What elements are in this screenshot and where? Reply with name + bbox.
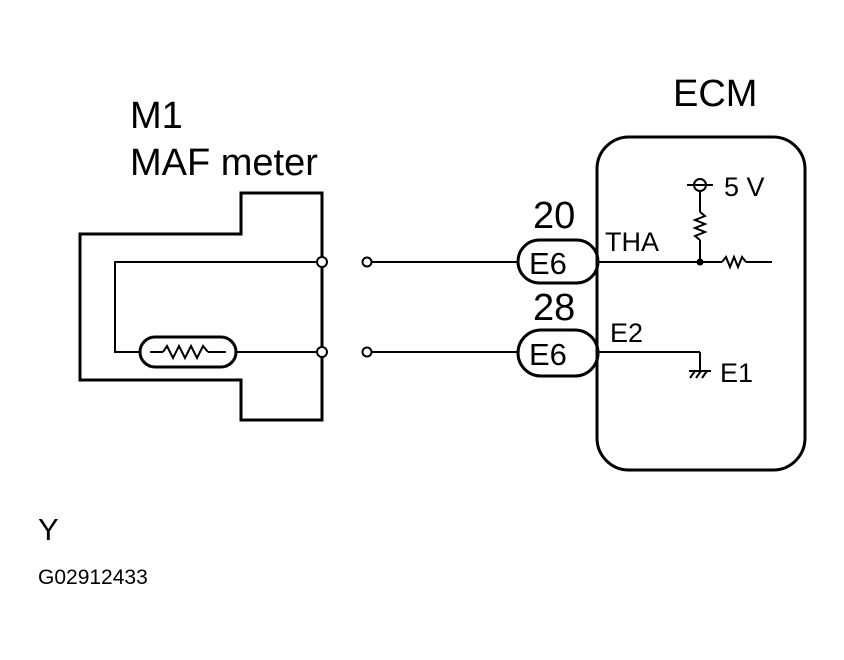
tha-label: THA bbox=[605, 227, 659, 257]
harness-wire-tha bbox=[361, 256, 518, 268]
pin-number-lower: 28 bbox=[533, 287, 575, 329]
maf-internal-wiring bbox=[114, 261, 322, 353]
sensor-code: M1 bbox=[130, 95, 183, 137]
ground-icon bbox=[689, 370, 711, 379]
intake-air-thermistor bbox=[138, 335, 238, 369]
supply-label: 5 V bbox=[724, 172, 765, 202]
ecm-tha-circuit bbox=[598, 191, 772, 270]
ecm-title: ECM bbox=[673, 73, 757, 115]
sensor-terminal-lower bbox=[316, 346, 328, 358]
connector-label-lower: E6 bbox=[529, 337, 567, 372]
ecm-box bbox=[595, 135, 807, 472]
ecm-e2-circuit bbox=[598, 351, 701, 370]
sensor-terminal-upper bbox=[316, 256, 328, 268]
harness-wire-e2 bbox=[361, 346, 518, 358]
e2-label: E2 bbox=[610, 318, 643, 348]
figure-id: G02912433 bbox=[38, 566, 148, 589]
color-code-label: Y bbox=[38, 512, 59, 547]
connector-label-upper: E6 bbox=[529, 246, 567, 281]
pin-number-upper: 20 bbox=[533, 195, 575, 237]
maf-meter-housing bbox=[78, 191, 324, 422]
sensor-name: MAF meter bbox=[130, 142, 318, 184]
supply-terminal-icon bbox=[687, 178, 713, 192]
e1-label: E1 bbox=[720, 358, 753, 388]
